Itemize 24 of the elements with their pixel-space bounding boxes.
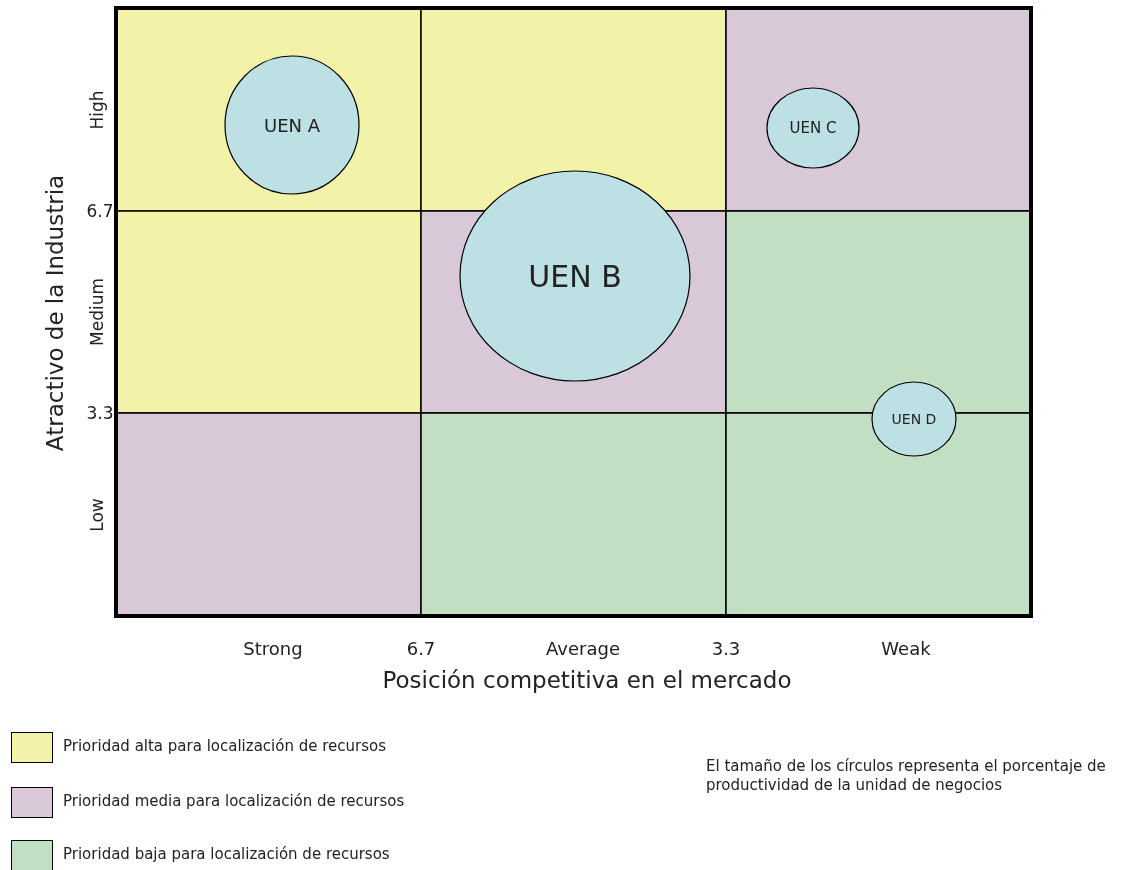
axis-title: Atractivo de la Industria: [42, 174, 68, 452]
note-text: El tamaño de los círculos representa el porcentaje de productividad de la unidad de negocios: [706, 757, 1107, 795]
bubble: [459, 170, 691, 382]
axis-tick-label: Medium: [87, 278, 107, 346]
legend-label: Prioridad alta para localización de recursos: [63, 737, 387, 755]
axis-tick-label: 6.7: [406, 637, 436, 659]
axis-tick-label: Strong: [243, 637, 303, 659]
bubble-label: UEN C: [789, 119, 837, 137]
bubble-label: UEN B: [528, 258, 622, 294]
legend-label: Prioridad baja para localización de recursos: [63, 845, 390, 863]
bubble-label: UEN D: [891, 411, 937, 427]
bubble: [224, 55, 360, 195]
legend-label: Prioridad media para localización de recursos: [63, 792, 405, 810]
axis-tick-label: 3.3: [86, 403, 114, 423]
axis-title: Posición competitiva en el mercado: [382, 667, 792, 693]
bubble-label: UEN A: [263, 114, 321, 136]
axis-tick-label: 6.7: [86, 201, 114, 221]
bubble: [871, 381, 957, 457]
bubble: [766, 87, 860, 169]
axis-tick-label: High: [87, 90, 107, 130]
axis-tick-label: Low: [87, 498, 107, 532]
axis-tick-label: Average: [546, 637, 620, 659]
axis-tick-label: Weak: [881, 637, 931, 659]
axis-tick-label: 3.3: [711, 637, 741, 659]
